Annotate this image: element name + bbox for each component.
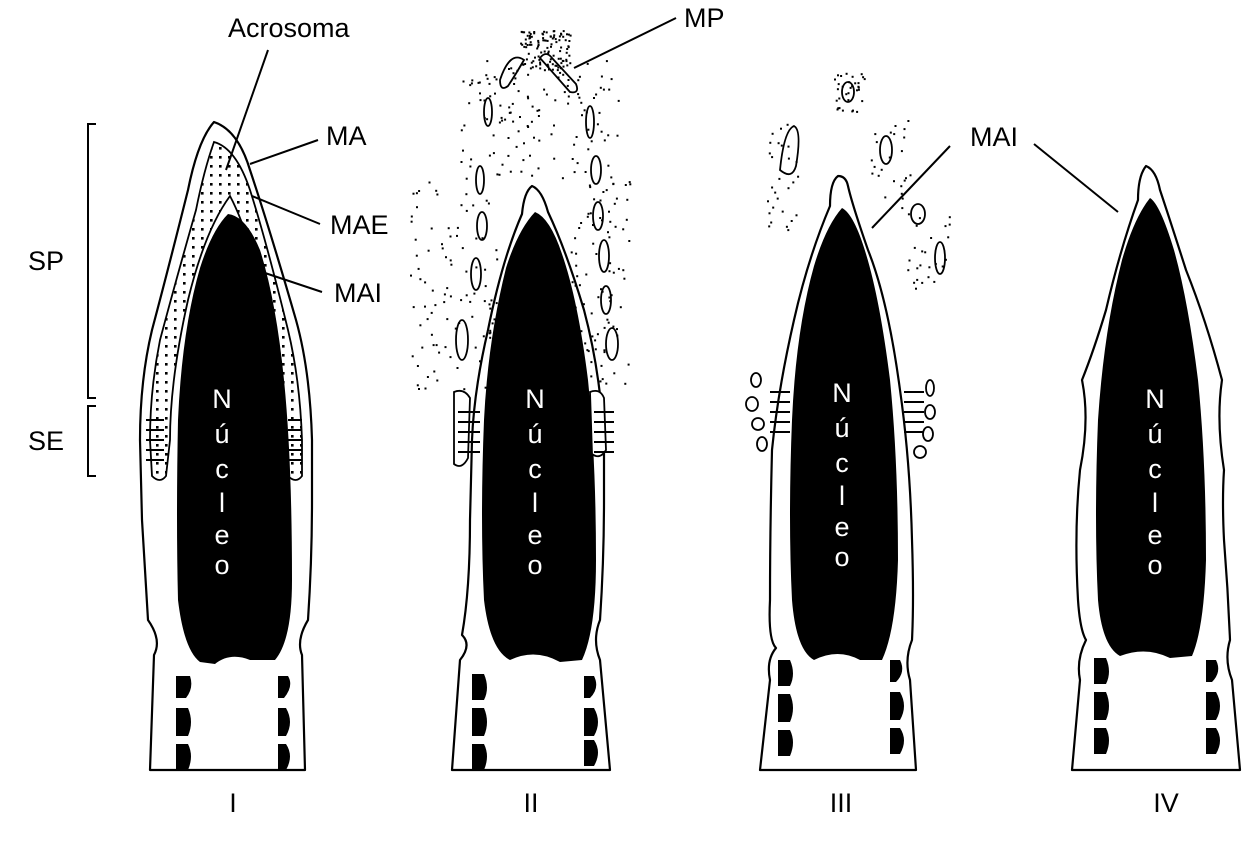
nucleus: [177, 214, 292, 664]
svg-text:N: N: [525, 384, 545, 414]
svg-text:c: c: [215, 454, 229, 484]
svg-text:e: e: [834, 512, 849, 542]
svg-text:N: N: [212, 384, 232, 414]
nucleus: [482, 212, 596, 662]
svg-text:o: o: [214, 550, 229, 580]
label-acrosoma: Acrosoma: [228, 13, 351, 43]
nucleus: [1096, 198, 1206, 658]
svg-text:o: o: [834, 542, 849, 572]
nucleus-label-stage-2: N ú c l e o: [525, 384, 545, 580]
nucleus: [790, 208, 898, 660]
svg-text:c: c: [835, 448, 849, 478]
svg-text:c: c: [528, 454, 542, 484]
svg-text:e: e: [527, 520, 542, 550]
stippling: [767, 72, 951, 290]
stage-3-cell: [745, 72, 951, 772]
stage-label-2: II: [523, 788, 538, 818]
svg-text:l: l: [839, 481, 845, 511]
svg-text:N: N: [832, 378, 852, 408]
svg-text:l: l: [532, 488, 538, 518]
svg-text:N: N: [1145, 384, 1165, 414]
nucleus-label-stage-4: N ú c l e o: [1145, 384, 1165, 580]
label-ma: MA: [326, 121, 367, 151]
stippling: [410, 30, 632, 391]
svg-text:l: l: [1152, 488, 1158, 518]
stage-label-4: IV: [1153, 788, 1179, 818]
nucleus-label-stage-3: N ú c l e o: [832, 378, 852, 572]
svg-text:c: c: [1148, 454, 1162, 484]
label-mae: MAE: [330, 210, 389, 240]
leader-lines: [225, 17, 1119, 293]
stage-label-1: I: [229, 788, 237, 818]
svg-text:ú: ú: [1147, 419, 1162, 449]
label-mai-stage3-4: MAI: [970, 122, 1018, 152]
svg-text:o: o: [1147, 550, 1162, 580]
label-se: SE: [28, 426, 64, 456]
svg-text:e: e: [214, 520, 229, 550]
svg-text:l: l: [219, 488, 225, 518]
stage-1-cell: [138, 120, 314, 772]
svg-text:o: o: [527, 550, 542, 580]
stage-2-cell: [410, 30, 632, 772]
svg-text:e: e: [1147, 520, 1162, 550]
svg-text:ú: ú: [834, 413, 849, 443]
region-brackets: [87, 123, 96, 477]
svg-text:ú: ú: [214, 419, 229, 449]
label-mai-stage1: MAI: [334, 278, 382, 308]
stage-label-3: III: [830, 788, 853, 818]
label-sp: SP: [28, 246, 64, 276]
nucleus-label-stage-1: N ú c l e o: [212, 384, 232, 580]
label-mp: MP: [684, 3, 725, 33]
svg-text:ú: ú: [527, 419, 542, 449]
stage-4-cell: [1070, 164, 1242, 772]
